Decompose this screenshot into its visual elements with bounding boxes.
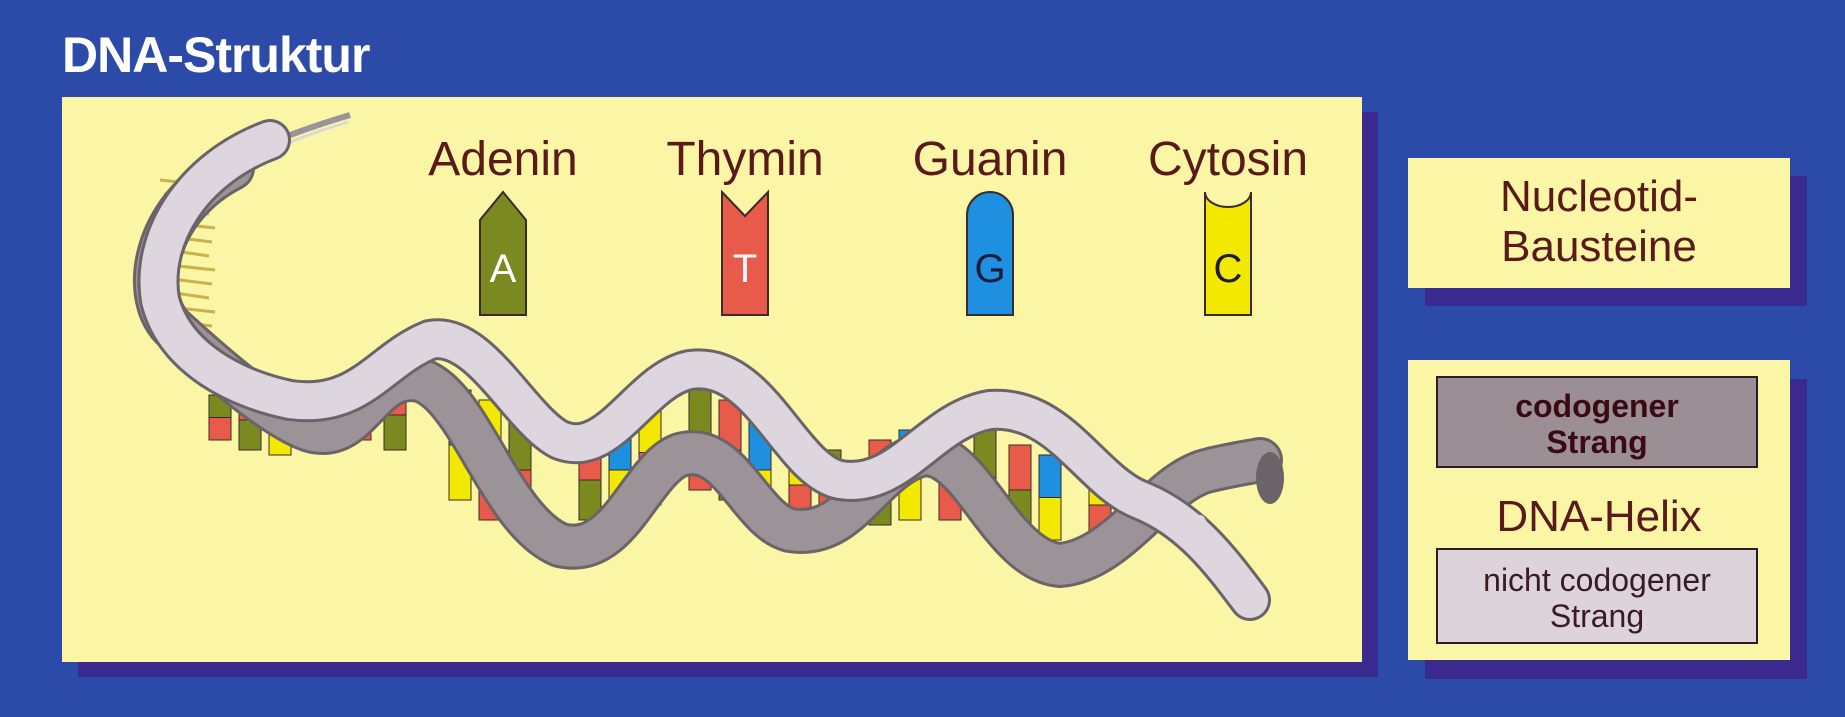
base-letter-g: G <box>974 247 1005 291</box>
base-pair-rung <box>384 415 406 450</box>
base-letter-t: T <box>733 247 757 291</box>
helix-title: DNA-Helix <box>1408 492 1790 542</box>
nucleotide-legend-label: Nucleotid- Bausteine <box>1408 172 1790 272</box>
strand-end-cap <box>1256 452 1284 504</box>
helix-strands <box>156 115 1284 605</box>
coding-strand-legend: codogener Strang <box>1436 376 1758 468</box>
base-pair-rung <box>1009 445 1031 490</box>
base-pair-rung <box>1039 455 1061 498</box>
base-letter-a: A <box>490 247 517 291</box>
base-label-thymin: Thymin <box>625 132 865 187</box>
base-pair-rung <box>209 418 231 441</box>
base-label-guanin: Guanin <box>870 132 1110 187</box>
coding-strand-label: codogener Strang <box>1438 388 1756 460</box>
base-label-cytosin: Cytosin <box>1108 132 1348 187</box>
nucleotide-legend-box: Nucleotid- Bausteine <box>1408 158 1790 288</box>
base-letter-c: C <box>1214 247 1243 291</box>
helix-legend-box: codogener Strang DNA-Helix nicht codogen… <box>1408 360 1790 660</box>
base-label-adenin: Adenin <box>383 132 623 187</box>
non-coding-strand-label: nicht codogener Strang <box>1438 562 1756 634</box>
non-coding-strand-legend: nicht codogener Strang <box>1436 548 1758 644</box>
